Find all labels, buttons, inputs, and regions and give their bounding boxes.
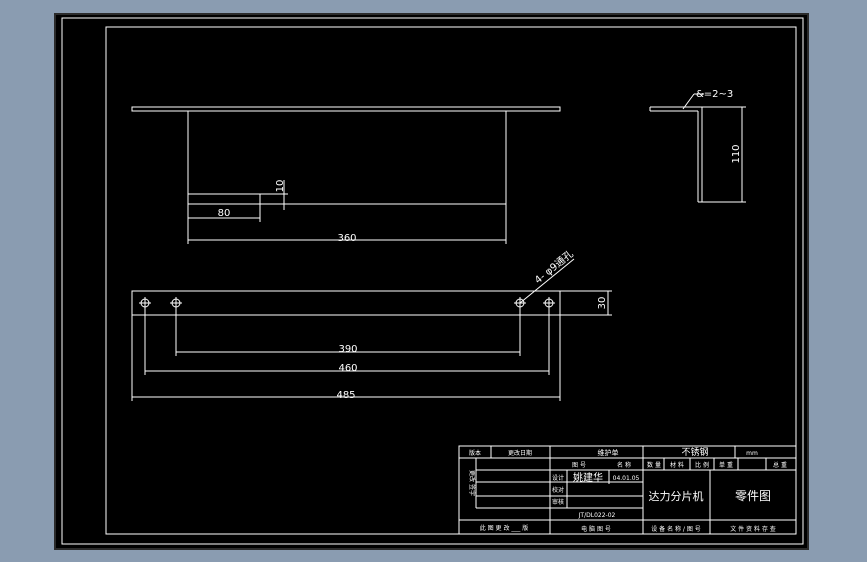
tb-footer-device: 设 备 名 称 / 图 号 xyxy=(651,525,700,533)
tb-drawing-number: JT/DL022-02 xyxy=(578,512,616,519)
top-view xyxy=(131,258,612,401)
tb-designer-name: 姚建华 xyxy=(573,471,603,484)
tb-name-header: 名 称 xyxy=(617,461,631,469)
tb-drawing-kind: 零件图 xyxy=(735,489,771,503)
tb-col-total-weight: 总 重 xyxy=(773,461,787,469)
sheet-outer-frame xyxy=(61,17,804,545)
tb-col-qty: 数 量 xyxy=(647,461,661,469)
dim-110-label: 110 xyxy=(731,144,742,163)
tb-version: 版本 xyxy=(469,449,481,457)
front-view xyxy=(131,106,561,244)
dim-10-label: 10 xyxy=(275,180,286,193)
tb-role-approve: 审核 xyxy=(552,498,564,506)
tb-footer-file: 文 件 资 料 存 查 xyxy=(730,525,776,533)
tb-unit: mm xyxy=(746,450,758,457)
title-block-text: 版本 更改日期 维护单 不锈钢 mm 更改 签字 图 号 名 称 数 量 材 料… xyxy=(468,446,787,533)
dim-80-label: 80 xyxy=(218,208,231,219)
sheet-inner-frame xyxy=(105,26,797,535)
tb-machine-name: 达力分片机 xyxy=(649,489,704,503)
dim-30-label: 30 xyxy=(597,297,608,310)
dim-460-label: 460 xyxy=(338,363,357,374)
tb-figure-no-header: 图 号 xyxy=(572,462,586,469)
thickness-label: &=2~3 xyxy=(696,89,733,100)
tb-material: 不锈钢 xyxy=(681,446,708,458)
dim-485-label: 485 xyxy=(336,390,355,401)
tb-col-unit-weight: 单 重 xyxy=(719,461,733,469)
tb-footer-elec: 电 脑 图 号 xyxy=(581,525,611,533)
tb-change-date: 更改日期 xyxy=(508,449,532,457)
tb-maintenance-sheet: 维护单 xyxy=(598,448,619,457)
dim-390-label: 390 xyxy=(338,344,357,355)
tb-footer-page: 此 图 更 改 ___ 版 xyxy=(480,524,529,532)
tb-col-material: 材 料 xyxy=(670,461,684,469)
tb-col-scale: 比 例 xyxy=(695,461,709,469)
tb-left-vertical: 更改 签字 xyxy=(468,470,476,496)
tb-role-check: 校对 xyxy=(552,486,564,494)
dim-360-label: 360 xyxy=(337,233,356,244)
tb-design-date: 04.01.05 xyxy=(613,475,640,482)
title-block xyxy=(458,445,797,535)
side-view xyxy=(649,93,746,203)
tb-role-design: 设计 xyxy=(552,474,564,482)
drawing-background xyxy=(54,13,809,550)
